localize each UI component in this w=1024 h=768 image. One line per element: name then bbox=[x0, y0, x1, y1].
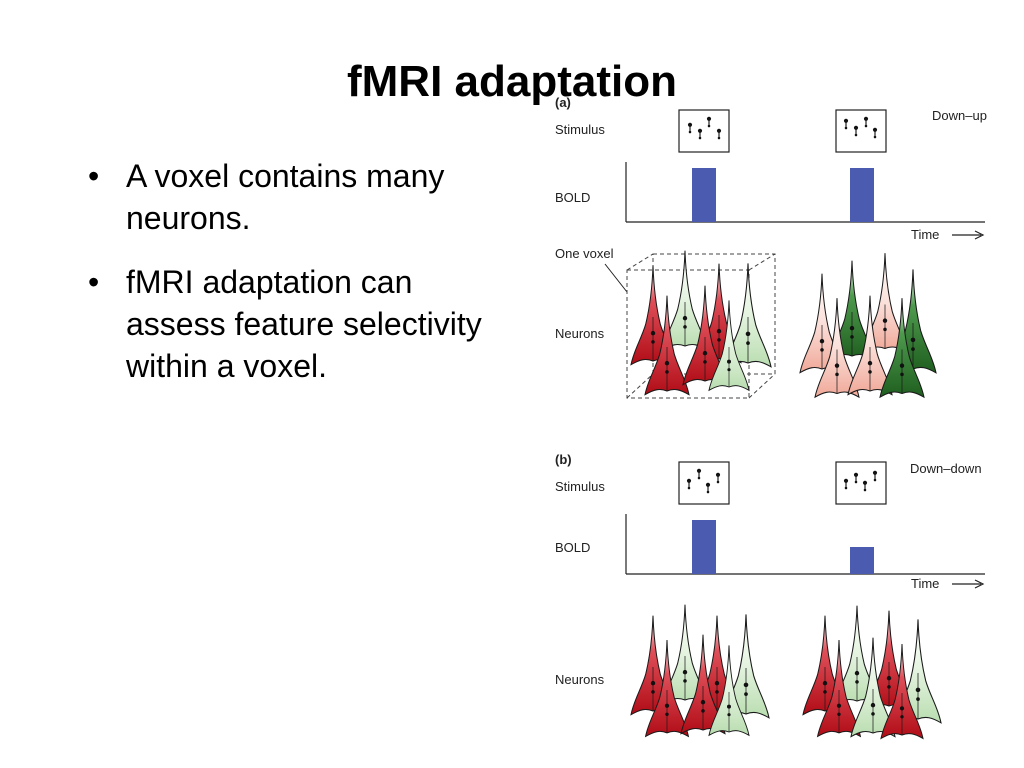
bullet-dot: • bbox=[88, 264, 100, 300]
panel-a-neuron-cluster-2 bbox=[799, 252, 937, 398]
panel-b-neuron-cluster-1 bbox=[630, 604, 770, 737]
panel-b-neurons-label: Neurons bbox=[555, 672, 605, 687]
panel-a-stimulus-label: Stimulus bbox=[555, 122, 605, 137]
panel-a-condition-label: Down–up bbox=[932, 108, 987, 123]
panel-a-voxel-label: One voxel bbox=[555, 246, 614, 261]
fmri-adaptation-figure: (a) Stimulus Down–up BOLD Time bbox=[555, 95, 987, 739]
panel-b-bold-bar-1 bbox=[692, 520, 716, 574]
panel-b-condition-label: Down–down bbox=[910, 461, 982, 476]
panel-b-bold-label: BOLD bbox=[555, 540, 590, 555]
panel-a-bold-label: BOLD bbox=[555, 190, 590, 205]
panel-b-stimulus-box-1 bbox=[678, 461, 730, 505]
bullet-item: • A voxel contains many neurons. bbox=[86, 155, 506, 239]
panel-a-stimulus-box-1 bbox=[678, 109, 730, 153]
panel-a-time-label: Time bbox=[911, 227, 939, 242]
bullet-text: A voxel contains many neurons. bbox=[126, 158, 445, 236]
bullet-item: • fMRI adaptation can assess feature sele… bbox=[86, 261, 506, 387]
panel-a-bold-trace bbox=[625, 162, 985, 223]
panel-b-bold-trace bbox=[625, 514, 985, 575]
panel-b-neuron-cluster-2 bbox=[802, 605, 942, 739]
panel-a-tag: (a) bbox=[555, 95, 571, 110]
bullet-text: fMRI adaptation can assess feature selec… bbox=[126, 264, 482, 384]
panel-b-bold-bar-2 bbox=[850, 547, 874, 574]
bullet-dot: • bbox=[88, 158, 100, 194]
panel-a-stimulus-box-2 bbox=[835, 109, 887, 153]
panel-a-neuron-cluster-1 bbox=[630, 250, 772, 396]
slide-title: fMRI adaptation bbox=[347, 57, 677, 107]
panel-a-neurons-label: Neurons bbox=[555, 326, 605, 341]
panel-a: (a) Stimulus Down–up BOLD Time bbox=[555, 95, 987, 399]
panel-b-stimulus-label: Stimulus bbox=[555, 479, 605, 494]
panel-a-time-arrow bbox=[952, 230, 985, 240]
bullet-list: • A voxel contains many neurons. • fMRI ad… bbox=[86, 155, 506, 409]
panel-b-tag: (b) bbox=[555, 452, 572, 467]
panel-a-bold-bar-1 bbox=[692, 168, 716, 222]
panel-b-time-arrow bbox=[952, 579, 985, 589]
panel-a-bold-bar-2 bbox=[850, 168, 874, 222]
panel-b: (b) Stimulus Down–down BOLD Time bbox=[555, 452, 985, 739]
panel-b-stimulus-box-2 bbox=[835, 461, 887, 505]
panel-b-time-label: Time bbox=[911, 576, 939, 591]
voxel-pointer bbox=[604, 263, 628, 293]
